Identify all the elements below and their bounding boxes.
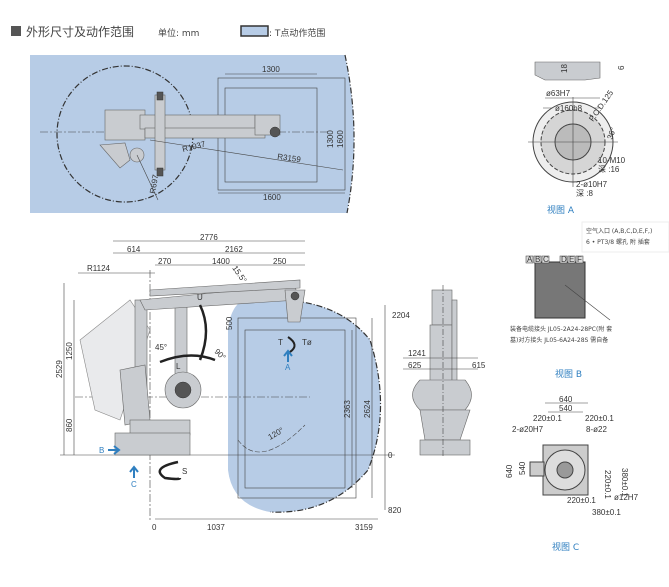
connector-letter: A — [527, 255, 533, 264]
axis-label-t: T — [278, 338, 283, 347]
connector-panel — [534, 261, 586, 319]
dim-1600-width: 1600 — [263, 193, 281, 202]
dim-6: 6 — [617, 65, 626, 70]
dim-1400: 1400 — [212, 257, 230, 266]
dim-pin: 2-ø10H7 — [576, 180, 608, 189]
dim-860: 860 — [65, 418, 74, 432]
view-a: ø63H7 ø160h8 P.C.D.125 18 6 36° 10-M10 深… — [528, 61, 626, 216]
s-axis-rotation-icon — [158, 460, 182, 481]
connector-letter: E — [569, 255, 574, 264]
view-c-arrow-icon — [129, 465, 139, 478]
l-axis-rotation-icon — [159, 354, 216, 364]
dim-380-right: 380±0.1 — [620, 468, 629, 497]
header: 外形尺寸及动作范围 单位: mm : T点动作范围 — [11, 25, 325, 39]
rear-view: 1241 625 615 — [403, 285, 486, 458]
dim-540-w: 540 — [559, 404, 573, 413]
t-point-range-area — [228, 299, 381, 513]
angle-36: 36° — [605, 126, 618, 140]
axis-label-t-range: Tø — [302, 338, 312, 347]
view-b: 空气入口 (A,B,C,D,E,F,) 6 • PT3/8 螺孔 附 插套 A … — [510, 221, 669, 380]
dim-220-top-left: 220±0.1 — [533, 414, 562, 423]
dim-615: 615 — [472, 361, 486, 370]
view-a-label: 视图 A — [547, 204, 575, 216]
connector-letter-boxes: A B C D E F — [525, 255, 584, 264]
air-inlet-callout — [581, 221, 669, 253]
dim-r697: R697 — [148, 173, 160, 194]
dim-270: 270 — [158, 257, 172, 266]
dim-1250: 1250 — [65, 342, 74, 360]
u-axis-rotation-icon — [198, 304, 208, 361]
dim-y0: 0 — [388, 451, 393, 460]
robot-rear-silhouette — [412, 289, 472, 456]
dim-2204: 2204 — [392, 311, 410, 320]
connector-letter: F — [577, 255, 582, 264]
dim-2363: 2363 — [343, 400, 352, 418]
dim-380-bottom: 380±0.1 — [592, 508, 621, 517]
dim-500: 500 — [225, 316, 234, 330]
dim-pin-depth: 深 :8 — [576, 189, 593, 198]
view-b-arrow-icon — [108, 445, 121, 455]
connector-letter: D — [561, 255, 567, 264]
range-legend-swatch-icon — [240, 25, 269, 37]
view-c: 640 540 220±0.1 220±0.1 2-ø20H7 8-ø22 64… — [505, 395, 639, 553]
dim-1241: 1241 — [408, 349, 426, 358]
range-legend-label: : T点动作范围 — [269, 27, 325, 39]
dim-220-bottom: 220±0.1 — [567, 496, 596, 505]
view-b-marker: B — [99, 446, 104, 455]
view-c-label: 视图 C — [552, 541, 579, 553]
dim-250: 250 — [273, 257, 287, 266]
dim-1300-width: 1300 — [262, 65, 280, 74]
dim-1600-height: 1600 — [336, 130, 345, 148]
top-view: 1300 1600 1300 1600 R1037 R3159 R697 — [30, 54, 355, 214]
dim-pin-12: ø12H7 — [614, 493, 639, 502]
dim-bolt-depth: 深 :16 — [598, 165, 620, 174]
view-a-arrow-icon — [283, 349, 293, 362]
axis-label-s: S — [182, 467, 187, 476]
dim-2776: 2776 — [200, 233, 218, 242]
cable-note-2: 墓)对方接头 JL05-6A24-28S 需自备 — [510, 336, 608, 344]
section-bullet-icon — [11, 26, 21, 36]
angle-15-5: 15.5° — [230, 264, 248, 285]
axis-label-u: U — [197, 293, 203, 302]
dim-820: 820 — [388, 506, 402, 515]
main-view: 2776 614 2162 270 1400 250 R1124 2529 12… — [55, 233, 410, 532]
dim-x0: 0 — [152, 523, 157, 532]
dim-640-w: 640 — [559, 395, 573, 404]
dim-640-h: 640 — [505, 464, 514, 478]
connector-letter: C — [543, 255, 549, 264]
air-inlet-note-1: 空气入口 (A,B,C,D,E,F,) — [586, 227, 652, 235]
dim-220-top-right: 220±0.1 — [585, 414, 614, 423]
dim-pin-20: 2-ø20H7 — [512, 425, 544, 434]
dim-2624: 2624 — [363, 400, 372, 418]
dim-bolt: 10-M10 — [598, 156, 626, 165]
dim-d63: ø63H7 — [546, 89, 571, 98]
view-c-marker: C — [131, 480, 137, 489]
section-title: 外形尺寸及动作范围 — [26, 25, 134, 39]
dim-holes-22: 8-ø22 — [586, 425, 607, 434]
view-b-label: 视图 B — [555, 368, 582, 380]
dim-r3159: R3159 — [277, 152, 302, 164]
dim-d160: ø160h8 — [555, 104, 583, 113]
dim-540-h: 540 — [518, 461, 527, 475]
dim-18: 18 — [560, 64, 569, 73]
cable-note-1: 装备电缆接头 JL05-2A24-28PC(附 套 — [510, 325, 612, 333]
robot-side-silhouette — [79, 279, 306, 456]
connector-letter: B — [535, 255, 540, 264]
dim-2529: 2529 — [55, 360, 64, 378]
angle-45: 45° — [155, 343, 167, 352]
dim-r1124: R1124 — [87, 264, 111, 273]
dim-220-right: 220±0.1 — [603, 470, 612, 499]
unit-label: 单位: mm — [158, 27, 199, 39]
axis-label-l: L — [176, 362, 181, 371]
dim-625: 625 — [408, 361, 422, 370]
dim-1037: 1037 — [207, 523, 225, 532]
dim-3159: 3159 — [355, 523, 373, 532]
dim-614: 614 — [127, 245, 141, 254]
air-inlet-note-2: 6 • PT3/8 螺孔 附 插套 — [586, 238, 650, 246]
view-a-marker: A — [285, 363, 291, 372]
dim-1300-height: 1300 — [326, 130, 335, 148]
t-axis-rotation-icon — [287, 336, 296, 353]
dim-2162: 2162 — [225, 245, 243, 254]
